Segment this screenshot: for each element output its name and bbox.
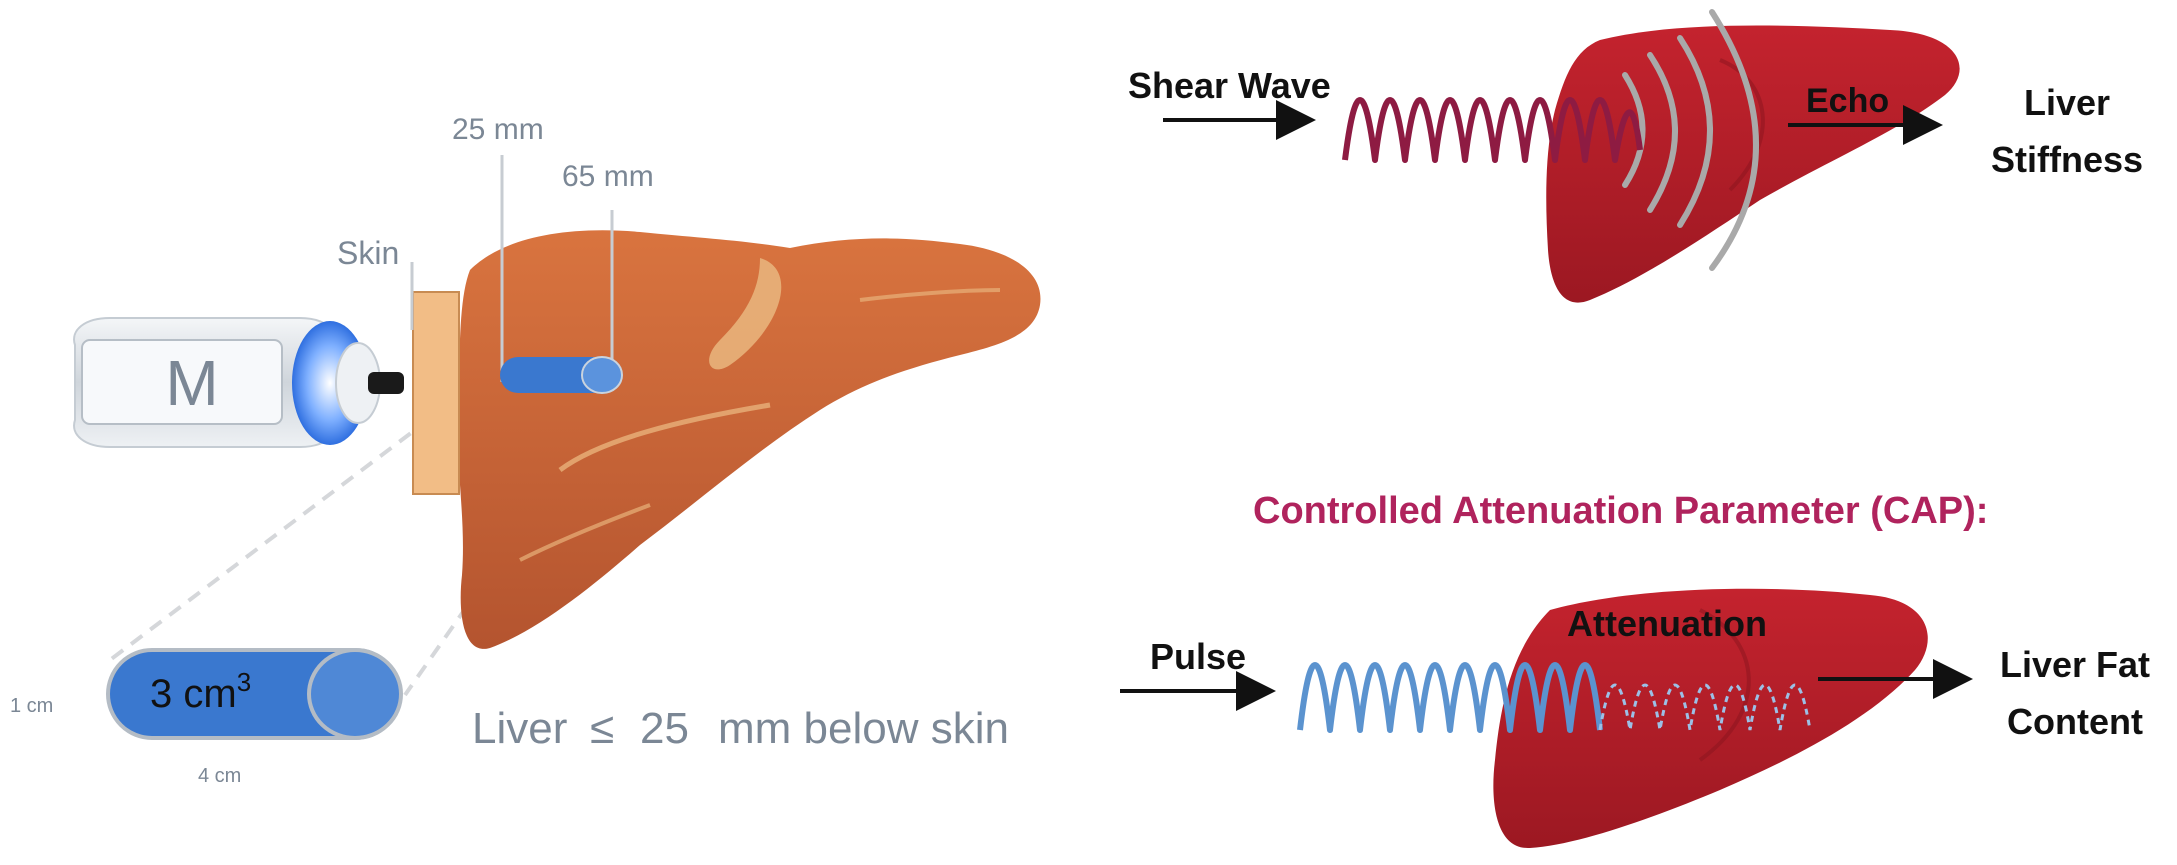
cap-panel: Controlled Attenuation Parameter (CAP): … — [1120, 490, 2150, 848]
liver-stiffness-line2: Stiffness — [1991, 139, 2143, 180]
caption-suffix: mm below skin — [718, 704, 1009, 753]
skin-label: Skin — [337, 235, 399, 271]
liver-stiffness-line1: Liver — [2024, 82, 2110, 123]
liver-illustration — [458, 230, 1041, 649]
pulse-label: Pulse — [1150, 636, 1246, 677]
liver-fat-line1: Liver Fat — [2000, 644, 2150, 685]
caption-prefix: Liver — [472, 704, 567, 753]
liver-depth-caption: Liver ≤ 25 mm below skin — [472, 704, 1009, 753]
width-label: 4 cm — [198, 765, 241, 787]
caption-value: 25 — [640, 704, 689, 753]
depth-25mm-label: 25 mm — [452, 113, 544, 146]
probe-label: M — [165, 347, 218, 419]
height-label: 1 cm — [10, 695, 53, 717]
shear-wave-label: Shear Wave — [1128, 65, 1331, 106]
stiffness-panel: Shear Wave Echo Liver Stiffness — [1128, 12, 2143, 303]
cap-title: Controlled Attenuation Parameter (CAP): — [1253, 490, 1988, 532]
left-panel: M 3 cm3 Skin 25 mm 65 mm 1 cm 4 cm Liver… — [10, 113, 1040, 787]
skin-layer — [413, 292, 459, 494]
probe — [74, 318, 404, 447]
measurement-volume-marker — [500, 357, 622, 393]
caption-symbol: ≤ — [590, 704, 614, 753]
depth-65mm-label: 65 mm — [562, 160, 654, 193]
volume-label: 3 cm3 — [150, 667, 251, 716]
echo-label: Echo — [1806, 82, 1889, 120]
attenuation-label: Attenuation — [1567, 603, 1767, 644]
liver-fat-line2: Content — [2007, 701, 2143, 742]
